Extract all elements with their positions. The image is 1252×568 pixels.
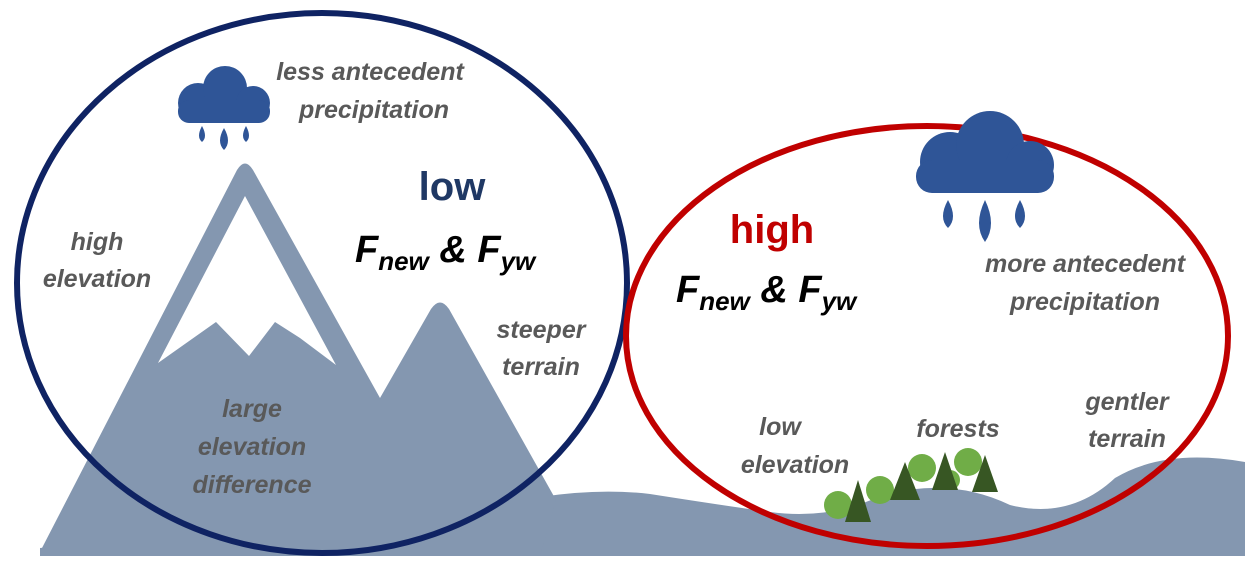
elevation-difference-label-2: elevation xyxy=(198,433,306,461)
forest-trees xyxy=(824,448,998,522)
elevation-difference-label-3: difference xyxy=(192,471,311,499)
low-elevation-label-1: low xyxy=(759,413,802,441)
low-precip-label-2: precipitation xyxy=(298,96,449,124)
high-elevation-label-2: elevation xyxy=(43,265,151,293)
elevation-difference-label-1: large xyxy=(222,395,282,423)
high-elevation-label-1: high xyxy=(71,228,124,256)
cloud-rain-small-icon xyxy=(178,66,270,150)
high-panel-circle xyxy=(623,123,1231,549)
high-headline: high xyxy=(730,208,814,252)
steeper-terrain-label-1: steeper xyxy=(497,316,587,344)
forests-label: forests xyxy=(916,415,999,443)
low-precip-label-1: less antecedent xyxy=(276,58,465,86)
high-precip-label-1: more antecedent xyxy=(985,250,1187,278)
high-precip-label-2: precipitation xyxy=(1009,288,1160,316)
steeper-terrain-label-2: terrain xyxy=(502,353,580,381)
gentler-terrain-label-2: terrain xyxy=(1088,425,1166,453)
mountain-snow xyxy=(158,196,336,365)
low-headline: low xyxy=(419,165,487,209)
mountain-large xyxy=(42,163,556,556)
high-metric: Fnew & Fyw xyxy=(676,269,858,316)
cloud-rain-large-icon xyxy=(916,111,1054,242)
gentler-terrain-label-1: gentler xyxy=(1084,388,1170,416)
low-elevation-label-2: elevation xyxy=(741,451,849,479)
low-metric: Fnew & Fyw xyxy=(355,229,537,276)
low-panel-circle xyxy=(14,10,630,556)
